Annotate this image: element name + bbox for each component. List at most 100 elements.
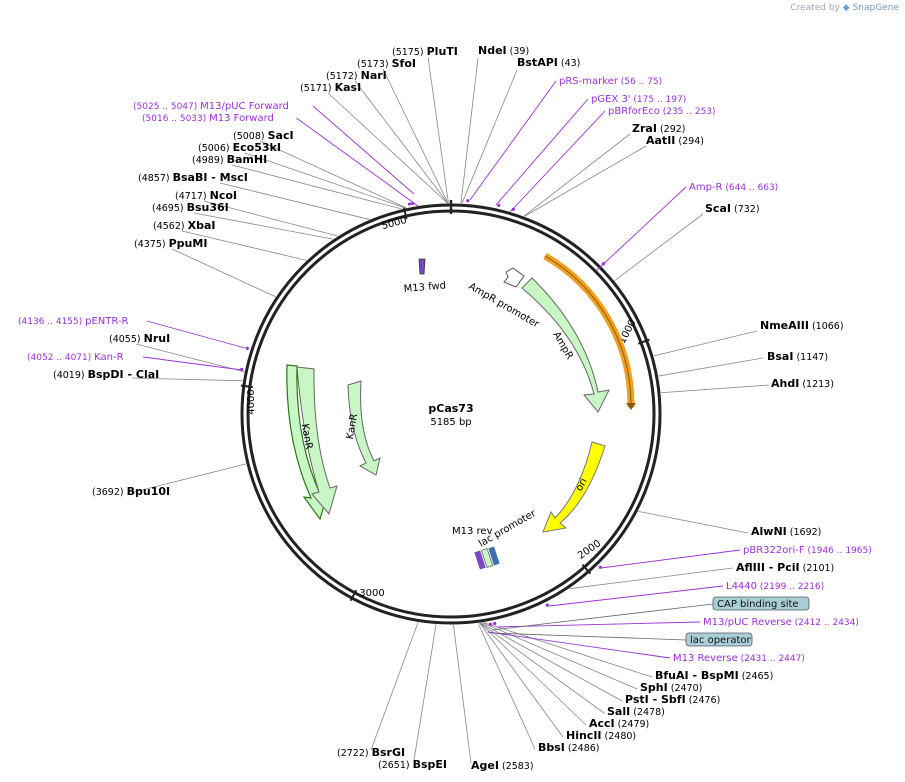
- site-label[interactable]: (3692) Bpu10I: [92, 485, 170, 498]
- primer-label[interactable]: pGEX 3' (175 .. 197): [591, 94, 686, 105]
- site-label[interactable]: HincII (2480): [566, 729, 636, 742]
- scale-tick-label: 2000: [576, 538, 603, 562]
- leader-lines: [131, 56, 770, 764]
- primer-leader-line: [496, 621, 701, 628]
- primer-site-marker: [545, 603, 549, 607]
- site-leader-line: [354, 80, 448, 204]
- site-leader-line: [427, 56, 449, 204]
- site-leader-line: [479, 622, 605, 714]
- primer-site-marker: [601, 262, 605, 266]
- site-label[interactable]: (5172) NarI: [326, 69, 387, 82]
- site-leader-line: [483, 622, 653, 678]
- ori-feature[interactable]: [542, 441, 606, 533]
- site-label[interactable]: (4695) Bsu36I: [152, 201, 229, 214]
- amp-r-region-arrow-icon: [626, 403, 636, 410]
- site-leader-line: [135, 343, 245, 373]
- primer-site-marker: [497, 203, 501, 208]
- brand-name: SnapGene: [852, 3, 899, 13]
- site-label[interactable]: (4562) XbaI: [153, 219, 215, 232]
- site-leader-line: [131, 377, 243, 382]
- primer-label[interactable]: M13/pUC Reverse (2412 .. 2434): [703, 617, 859, 628]
- site-leader-line: [453, 624, 472, 764]
- site-label[interactable]: NmeAIII (1066): [760, 319, 844, 332]
- site-leader-line: [461, 69, 518, 204]
- site-leader-line: [569, 567, 734, 590]
- primer-label[interactable]: pRS-marker (56 .. 75): [559, 76, 662, 87]
- site-label[interactable]: (4375) PpuMI: [134, 237, 207, 250]
- site-label[interactable]: ScaI (732): [705, 202, 760, 215]
- snapgene-logo-icon: ◆: [842, 3, 850, 13]
- site-leader-line: [133, 463, 247, 493]
- site-leader-line: [181, 230, 307, 261]
- primer-leader-line: [596, 186, 687, 271]
- scale-tick-label: 5000: [381, 215, 408, 232]
- site-label[interactable]: (2651) BspEI: [378, 758, 447, 771]
- site-leader-line: [203, 200, 338, 237]
- primer-label[interactable]: (4052 .. 4071) Kan-R: [27, 352, 124, 363]
- site-leader-line: [523, 133, 631, 217]
- lac-operator-feature[interactable]: [488, 546, 500, 566]
- ampr-feature[interactable]: [521, 277, 610, 413]
- kanr-feature-1[interactable]: [347, 380, 381, 476]
- plasmid-name: pCas73: [428, 402, 473, 415]
- site-label[interactable]: (5175) PluTI: [392, 45, 458, 58]
- site-label[interactable]: AhdI (1213): [771, 377, 834, 390]
- site-label[interactable]: AlwNI (1692): [751, 525, 821, 538]
- site-label[interactable]: (4857) BsaBI - MscI: [138, 171, 248, 184]
- site-leader-line: [480, 622, 623, 702]
- lac-promoter-feature[interactable]: [480, 548, 494, 568]
- credit-prefix: Created by: [790, 3, 840, 13]
- site-label[interactable]: BbsI (2486): [538, 741, 600, 754]
- kanr-feature-2[interactable]: [296, 366, 338, 516]
- site-label[interactable]: BfuAI - BspMI (2465): [655, 669, 773, 682]
- site-label[interactable]: SalI (2478): [607, 705, 665, 718]
- site-leader-line: [479, 622, 564, 738]
- primer-label[interactable]: M13 Reverse (2431 .. 2447): [673, 653, 805, 664]
- scale-tick-label: 3000: [359, 588, 384, 599]
- ampr-promoter-feature[interactable]: [503, 267, 525, 288]
- tag-box[interactable]: [712, 596, 810, 611]
- snapgene-credit: Created by ◆ SnapGene: [790, 3, 899, 13]
- site-leader-line: [370, 622, 419, 751]
- primer-site-marker: [466, 199, 470, 203]
- feature-label: M13 rev: [452, 526, 493, 537]
- site-label[interactable]: BstAPI (43): [517, 56, 580, 69]
- site-label[interactable]: (4717) NcoI: [175, 189, 237, 202]
- primer-label[interactable]: (5016 .. 5033) M13 Forward: [142, 113, 274, 124]
- site-label[interactable]: BsaI (1147): [767, 350, 828, 363]
- site-label[interactable]: AflIII - PciI (2101): [736, 561, 834, 574]
- site-label[interactable]: AgeI (2583): [471, 759, 534, 772]
- primer-leader-line: [296, 117, 419, 207]
- site-label[interactable]: (4019) BspDI - ClaI: [53, 368, 159, 381]
- site-label[interactable]: (2722) BsrGI: [337, 746, 405, 759]
- primer-label[interactable]: pBR322ori-F (1946 .. 1965): [743, 545, 872, 556]
- primer-label[interactable]: pBRforEco (235 .. 253): [608, 106, 716, 117]
- site-label[interactable]: (4989) BamHI: [192, 153, 267, 166]
- primer-label[interactable]: (4136 .. 4155) pENTR-R: [18, 316, 129, 327]
- site-label[interactable]: SphI (2470): [640, 681, 702, 694]
- primer-label[interactable]: L4440 (2199 .. 2216): [726, 581, 824, 592]
- site-leader-line: [638, 510, 749, 534]
- site-label[interactable]: (5006) Eco53kI: [198, 141, 281, 154]
- site-label[interactable]: (5008) SacI: [233, 129, 294, 142]
- site-label[interactable]: AatII (294): [646, 134, 704, 147]
- site-leader-line: [231, 164, 402, 210]
- site-label[interactable]: (5173) SfoI: [357, 57, 416, 70]
- m13-rev-feature[interactable]: [474, 550, 486, 570]
- scale-tick: [637, 338, 650, 345]
- site-label[interactable]: NdeI (39): [478, 44, 529, 57]
- site-label[interactable]: PstI - SbfI (2476): [625, 693, 720, 706]
- tag-box[interactable]: [685, 632, 753, 647]
- site-label[interactable]: (5171) KasI: [300, 81, 361, 94]
- primer-leader-line: [600, 549, 741, 569]
- site-leader-line: [171, 248, 276, 298]
- site-label[interactable]: AccI (2479): [589, 717, 649, 730]
- tag-label: CAP binding site: [717, 599, 799, 610]
- site-label[interactable]: (4055) NruI: [109, 332, 170, 345]
- primer-site-marker: [488, 622, 493, 626]
- site-label[interactable]: ZraI (292): [632, 122, 686, 135]
- m13-fwd-feature[interactable]: [418, 258, 426, 275]
- primer-leader-line: [487, 631, 671, 659]
- primer-label[interactable]: (5025 .. 5047) M13/pUC Forward: [133, 101, 289, 112]
- primer-label[interactable]: Amp-R (644 .. 663): [689, 182, 778, 193]
